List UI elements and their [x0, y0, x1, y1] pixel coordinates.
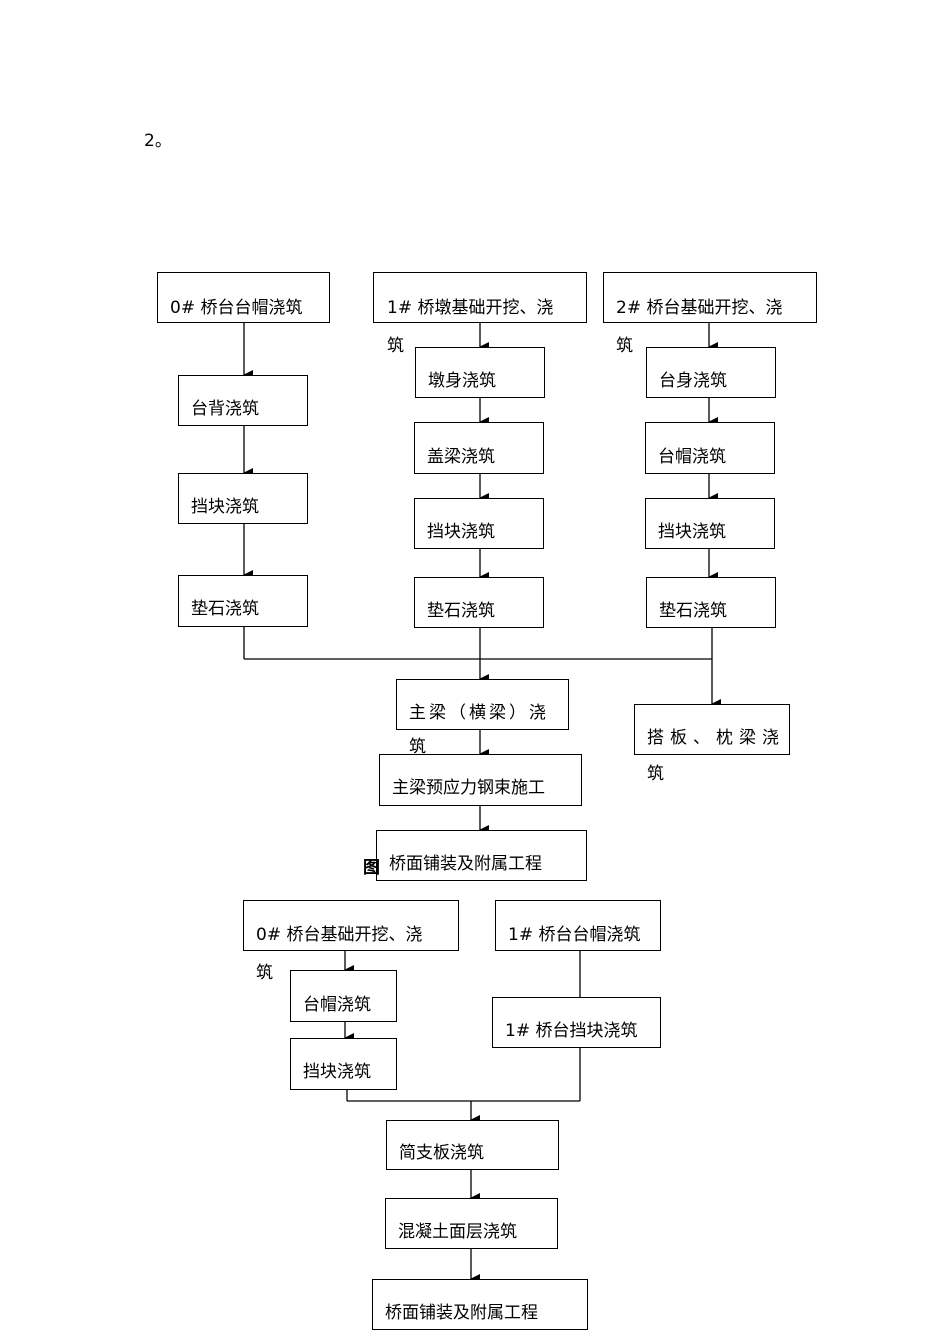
abutment0-block-label-2: 挡块浇筑	[303, 1062, 371, 1082]
pier1-foundation-label: 1# 桥墩基础开挖、浇	[387, 298, 554, 318]
abutment0-foundation-label: 0# 桥台基础开挖、浇	[256, 925, 423, 945]
simple-slab-box	[386, 1120, 559, 1170]
concrete-layer-box	[385, 1198, 558, 1249]
pier1-block-label: 挡块浇筑	[427, 522, 495, 542]
abutment1-cap-box	[495, 900, 661, 951]
abutment2-cap-box	[645, 422, 775, 474]
abutment1-cap-label: 1# 桥台台帽浇筑	[508, 925, 641, 945]
abutment2-body-box	[646, 347, 776, 398]
abutment2-foundation-box	[603, 272, 817, 323]
pier1-foundation-label-wrap: 筑	[387, 336, 404, 356]
abutment0-cap-box	[157, 272, 330, 323]
deck-label-2: 桥面铺装及附属工程	[385, 1303, 538, 1323]
pier1-body-label: 墩身浇筑	[428, 371, 496, 391]
abutment0-cap-box-2	[290, 970, 397, 1022]
approach-slab-box	[634, 704, 790, 755]
abutment1-block-label: 1# 桥台挡块浇筑	[505, 1021, 638, 1041]
abutment0-block-box-2	[290, 1038, 397, 1090]
pier1-pad-box	[414, 577, 544, 628]
approach-slab-label-wrap: 筑	[647, 764, 664, 784]
pier1-capbeam-box	[414, 422, 544, 474]
prestress-label: 主梁预应力钢束施工	[392, 778, 545, 798]
abutment0-back-box	[178, 375, 308, 426]
pier1-block-box	[414, 498, 544, 549]
deck-box-1	[376, 830, 587, 881]
abutment0-block-label: 挡块浇筑	[191, 497, 259, 517]
abutment2-foundation-label: 2# 桥台基础开挖、浇	[616, 298, 783, 318]
simple-slab-label: 简支板浇筑	[399, 1143, 484, 1163]
figure-mark: 图	[363, 858, 380, 878]
abutment0-pad-label: 垫石浇筑	[191, 599, 259, 619]
abutment2-pad-box	[646, 577, 776, 628]
deck-box-2	[372, 1279, 588, 1330]
abutment2-pad-label: 垫石浇筑	[659, 601, 727, 621]
prestress-box	[379, 754, 582, 806]
abutment0-cap-label-2: 台帽浇筑	[303, 995, 371, 1015]
abutment2-block-box	[645, 498, 775, 549]
abutment0-cap-label: 0# 桥台台帽浇筑	[170, 298, 303, 318]
concrete-layer-label: 混凝土面层浇筑	[398, 1222, 517, 1242]
abutment0-foundation-label-wrap: 筑	[256, 963, 273, 983]
main-beam-label: 主梁（横梁）浇	[409, 703, 549, 723]
pier1-body-box	[415, 347, 545, 398]
main-beam-box	[396, 679, 569, 730]
main-beam-label-wrap: 筑	[409, 737, 426, 757]
abutment0-back-label: 台背浇筑	[191, 399, 259, 419]
abutment1-block-box	[492, 997, 661, 1048]
pier1-pad-label: 垫石浇筑	[427, 601, 495, 621]
section-heading: 2。	[144, 131, 172, 151]
abutment2-foundation-label-wrap: 筑	[616, 336, 633, 356]
approach-slab-label: 搭板、枕梁浇	[647, 728, 785, 748]
abutment2-cap-label: 台帽浇筑	[658, 447, 726, 467]
abutment2-block-label: 挡块浇筑	[658, 522, 726, 542]
abutment0-block-box	[178, 473, 308, 524]
pier1-foundation-box	[373, 272, 587, 323]
abutment0-pad-box	[178, 575, 308, 627]
abutment2-body-label: 台身浇筑	[659, 371, 727, 391]
abutment0-foundation-box	[243, 900, 459, 951]
pier1-capbeam-label: 盖梁浇筑	[427, 447, 495, 467]
deck-label-1: 桥面铺装及附属工程	[389, 854, 542, 874]
